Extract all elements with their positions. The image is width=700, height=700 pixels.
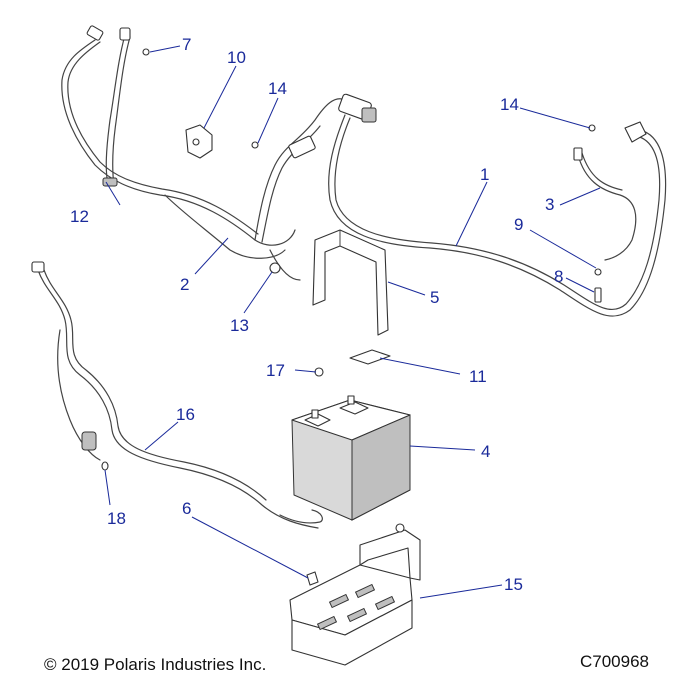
callout-1: 1 — [480, 165, 490, 184]
callout-9: 9 — [514, 215, 524, 234]
callout-12: 12 — [70, 207, 89, 226]
copyright-notice: © 2019 Polaris Industries Inc. — [44, 655, 267, 674]
main-harness-2 — [61, 25, 296, 259]
callout-14-left: 14 — [268, 79, 287, 98]
callout-5: 5 — [430, 288, 440, 307]
callout-7: 7 — [182, 35, 192, 54]
bolt-8 — [594, 287, 602, 303]
bracket-5 — [312, 229, 389, 336]
figure-code: C700968 — [580, 652, 650, 671]
callout-13: 13 — [230, 316, 249, 335]
bracket-10 — [185, 124, 213, 159]
battery-4 — [291, 395, 411, 521]
nut-18 — [101, 461, 109, 471]
cable-3 — [573, 147, 637, 261]
callout-17: 17 — [266, 361, 285, 380]
nut-14-left — [251, 141, 259, 149]
pad-11 — [349, 349, 391, 365]
callout-6: 6 — [182, 499, 192, 518]
callout-11: 11 — [469, 367, 487, 386]
callout-4: 4 — [481, 442, 491, 461]
callout-10: 10 — [227, 48, 246, 67]
hardware — [101, 48, 602, 586]
cable-1 — [328, 114, 667, 317]
nut-9 — [594, 268, 602, 276]
harness-16 — [31, 261, 323, 529]
tray-15 — [289, 523, 421, 666]
callout-8: 8 — [554, 267, 564, 286]
bolt-6 — [306, 571, 319, 586]
callout-16: 16 — [176, 405, 195, 424]
bolt-17 — [314, 367, 324, 377]
callout-14-right: 14 — [500, 95, 519, 114]
nut-7 — [142, 48, 150, 56]
callout-18: 18 — [107, 509, 126, 528]
callout-2: 2 — [180, 275, 190, 294]
harness-center — [254, 93, 377, 281]
callout-15: 15 — [504, 575, 523, 594]
leader-lines — [104, 45, 601, 599]
callout-3: 3 — [545, 195, 555, 214]
